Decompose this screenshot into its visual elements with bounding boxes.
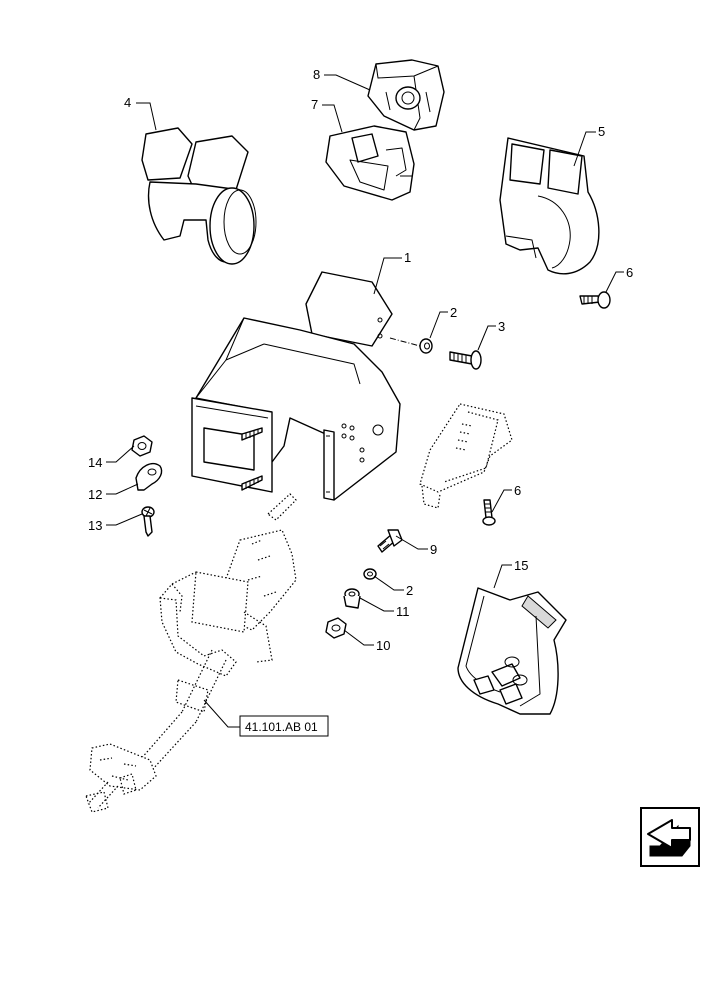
callout-5: 5	[598, 124, 605, 139]
dotted-steering-column	[85, 493, 297, 813]
part-10-nut	[325, 617, 347, 639]
part-11-bushing	[343, 588, 361, 609]
callout-2-upper: 2	[450, 305, 457, 320]
part-5-bracket	[499, 137, 600, 275]
callout-14: 14	[88, 455, 102, 470]
part-2-washer-lower	[363, 568, 377, 580]
dotted-switch-plate	[419, 403, 513, 509]
callout-1: 1	[404, 250, 411, 265]
callout-6-lower: 6	[514, 483, 521, 498]
callout-8: 8	[313, 67, 320, 82]
part-13-screw	[141, 506, 155, 537]
callout-12: 12	[88, 487, 102, 502]
part-8-cap	[367, 59, 445, 131]
callout-7: 7	[311, 97, 318, 112]
callout-6-upper: 6	[626, 265, 633, 280]
part-6-bolt-lower	[482, 499, 496, 526]
part-2-washer-upper	[419, 338, 433, 354]
callout-2-lower: 2	[406, 583, 413, 598]
callout-3: 3	[498, 319, 505, 334]
part-14-nut	[131, 435, 153, 457]
part-6-bolt-upper	[579, 291, 611, 309]
leader-lines	[106, 74, 624, 728]
part-1-housing	[191, 271, 401, 501]
callout-4: 4	[124, 95, 131, 110]
reference-link-label[interactable]: 41.101.AB 01	[245, 720, 318, 734]
part-12-clip	[135, 462, 163, 491]
callout-13: 13	[88, 518, 102, 533]
callout-9: 9	[430, 542, 437, 557]
callout-10: 10	[376, 638, 390, 653]
part-7-cap	[325, 125, 415, 201]
callout-15: 15	[514, 558, 528, 573]
callout-labels: 1 2 3 4 5 6 7 8 6 9 2 11 10 14 12 13 15	[88, 67, 633, 653]
part-4-bracket	[141, 127, 257, 265]
callout-11: 11	[396, 604, 410, 619]
next-page-arrow-icon[interactable]	[640, 807, 700, 867]
part-9-bolt	[377, 529, 403, 553]
part-3-bolt	[449, 350, 482, 370]
part-15-cover	[457, 587, 567, 715]
reference-link-box[interactable]: 41.101.AB 01	[239, 715, 329, 737]
